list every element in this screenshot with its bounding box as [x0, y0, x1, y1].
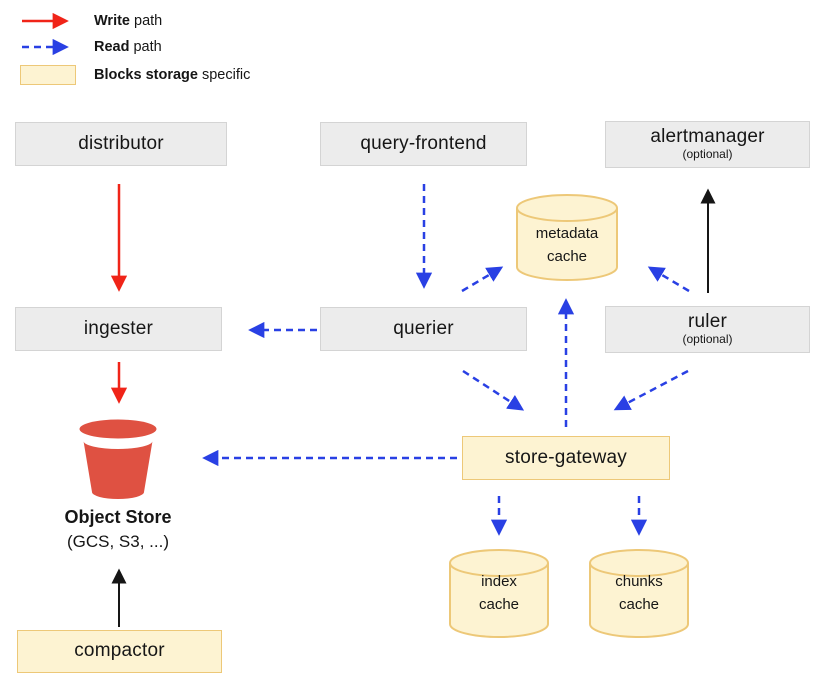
- metadata-cache-cylinder: [516, 194, 618, 281]
- legend-label: Blocks storage specific: [94, 67, 251, 83]
- node-compactor: compactor: [17, 630, 222, 673]
- node-label: alertmanager: [650, 126, 765, 148]
- legend-label: Read path: [94, 39, 162, 55]
- object-store-title: Object Store: [64, 507, 172, 527]
- metadata-cache-label: metadata cache: [535, 225, 599, 265]
- bucket-icon: [79, 419, 157, 499]
- node-distributor: distributor: [15, 122, 227, 166]
- node-ingester: ingester: [15, 307, 222, 351]
- node-label: query-frontend: [360, 132, 487, 154]
- legend-item-write-path: Write path: [20, 10, 162, 32]
- node-store-gateway: store-gateway: [462, 436, 670, 480]
- node-sublabel: (optional): [682, 332, 733, 347]
- node-label: ingester: [83, 317, 154, 339]
- node-label: querier: [393, 317, 454, 339]
- blocks-storage-swatch: [20, 65, 76, 85]
- legend-item-read-path: Read path: [20, 36, 162, 58]
- node-ruler: ruler (optional): [605, 306, 810, 353]
- node-label: distributor: [78, 132, 164, 154]
- object-store-label: Object Store (GCS, S3, ...): [28, 506, 208, 553]
- index-cache-cylinder: [449, 549, 549, 638]
- node-label: store-gateway: [505, 446, 627, 468]
- node-label: compactor: [74, 640, 165, 662]
- node-alertmanager: alertmanager (optional): [605, 121, 810, 168]
- node-label: ruler: [687, 311, 727, 333]
- index-cache-label: index cache: [478, 573, 520, 613]
- chunks-cache-cylinder: [589, 549, 689, 638]
- node-querier: querier: [320, 307, 527, 351]
- legend-item-blocks-storage: Blocks storage specific: [20, 63, 250, 87]
- node-sublabel: (optional): [682, 147, 733, 162]
- node-query-frontend: query-frontend: [320, 122, 527, 166]
- edge-querier-metadata-cache: [461, 266, 504, 293]
- object-store-subtitle: (GCS, S3, ...): [66, 532, 170, 552]
- edge-ruler-metadata-cache: [647, 266, 690, 293]
- read-arrow-icon: [22, 38, 69, 56]
- legend-label: Write path: [94, 13, 163, 29]
- edge-querier-store-gateway: [462, 369, 525, 411]
- edge-ruler-store-gateway: [613, 369, 689, 411]
- chunks-cache-label: chunks cache: [615, 573, 663, 613]
- write-arrow-icon: [22, 12, 69, 30]
